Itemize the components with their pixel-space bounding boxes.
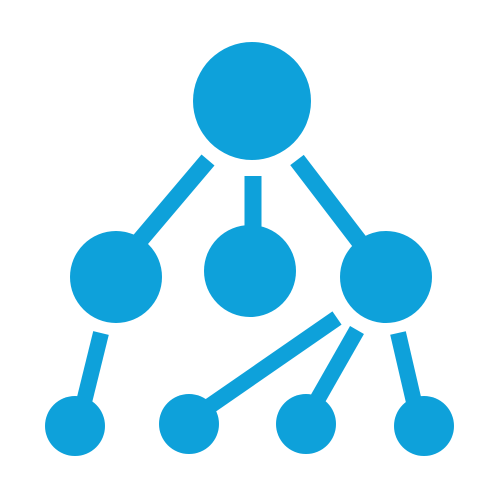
leaf-node-1 [45, 396, 105, 456]
leaf-node-2 [159, 394, 219, 454]
tree-nodes [45, 42, 454, 456]
tree-connectors [76, 154, 422, 417]
connector-right-leaf3 [309, 326, 364, 406]
connector-left-leaf1 [76, 331, 109, 404]
middle-node-center [204, 225, 296, 317]
connector-root-right [290, 154, 369, 251]
root-node [193, 42, 311, 160]
connector-right-leaf4 [390, 331, 422, 404]
middle-node-right [340, 231, 432, 323]
connector-right-leaf2 [199, 311, 342, 417]
leaf-node-3 [276, 394, 336, 454]
connector-root-left [129, 154, 215, 251]
middle-node-left [70, 231, 162, 323]
leaf-node-4 [394, 396, 454, 456]
